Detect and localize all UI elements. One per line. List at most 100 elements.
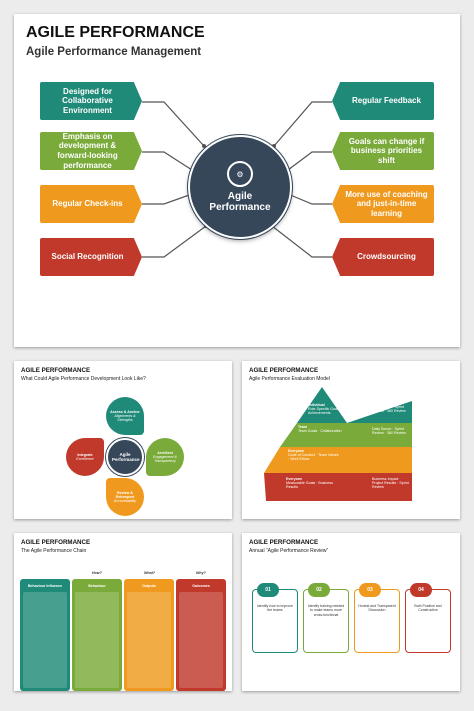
connector-line (142, 151, 193, 171)
tier-right-4: Business Impact · Project Results · Spri… (372, 477, 409, 490)
chain-column-body (75, 592, 119, 688)
hub-label: Agile Performance (209, 191, 271, 213)
review-step-number: 01 (257, 583, 279, 597)
tier-title: Individual (308, 403, 325, 407)
left-box-3[interactable]: Regular Check-ins (40, 185, 142, 223)
agile-performance-hub[interactable]: ⚙ Agile Performance (187, 134, 293, 240)
chain-question-3: Why? (196, 571, 206, 575)
thumb-subtitle: Agile Performance Evaluation Model (249, 376, 330, 382)
review-step-text: Identify training needed to make teams m… (307, 604, 345, 617)
chain-column-head: Outputs (142, 584, 156, 588)
slide-title: AGILE PERFORMANCE (26, 24, 205, 41)
chain-column-head: Behaviour (88, 584, 106, 588)
chain-column-2[interactable]: Behaviour (72, 579, 122, 691)
petal-sub: Engagement & Transparency (153, 454, 177, 464)
thumb-center-circle: Agile Performance (106, 438, 144, 476)
review-step-text: Honest and Transparent Discussion (358, 604, 396, 613)
thumbnail-slide-evaluation[interactable]: AGILE PERFORMANCE Agile Performance Eval… (242, 361, 460, 519)
slide-subtitle: Agile Performance Management (26, 46, 202, 58)
chain-question-1: How? (92, 571, 102, 575)
connector-line (273, 101, 332, 147)
right-box-3[interactable]: More use of coaching and just-in-time le… (332, 185, 434, 223)
right-box-2[interactable]: Goals can change if business priorities … (332, 132, 434, 170)
right-box-4[interactable]: Crowdsourcing (332, 238, 434, 276)
petal-title: Review & Retrospect (115, 490, 135, 499)
chain-column-body (23, 592, 67, 688)
chain-question-2: What? (144, 571, 155, 575)
chain-column-1[interactable]: Behaviour Influence (20, 579, 70, 691)
left-box-4[interactable]: Social Recognition (40, 238, 142, 276)
connector-line (287, 193, 332, 205)
review-step-number: 04 (410, 583, 432, 597)
tier-title: Team (298, 425, 308, 429)
tier-items: Role-Specific Goals · Personal Achieveme… (308, 407, 357, 416)
thumb-title: AGILE PERFORMANCE (21, 539, 91, 546)
chain-column-body (179, 592, 223, 688)
chain-column-4[interactable]: Outcomes (176, 579, 226, 691)
pyramid-side-1 (347, 401, 412, 423)
tier-items: Team Goals · Collaboration (298, 429, 342, 434)
left-box-2[interactable]: Emphasis on development & forward-lookin… (40, 132, 142, 170)
tier-title: Everyone (286, 477, 303, 481)
chain-column-body (127, 592, 171, 688)
thumb-subtitle: The Agile Performance Chain (21, 548, 87, 554)
petal-sub: Excellence (76, 457, 94, 461)
pyramid-tier-3 (264, 447, 412, 473)
chain-column-head: Behaviour Influence (27, 584, 63, 588)
connector-line (271, 225, 332, 258)
chain-column-head: Outcomes (192, 584, 210, 588)
tier-right-2: Daily Scrum · Sprint Review · 360 Review (372, 427, 406, 436)
petal-title: Assess & Anchor (110, 409, 140, 414)
connector-line (142, 193, 193, 205)
tier-items: Measurable Goals · Business Results (286, 481, 333, 490)
petal-sub: Alignments & Strengths (114, 413, 136, 423)
tier-right-1: Daily Scrum · Sprint Review · 360 Review (372, 405, 406, 414)
pyramid-tier-1 (297, 387, 347, 423)
petal-title: Architect (157, 450, 173, 455)
review-step-number: 02 (308, 583, 330, 597)
petal-title: Integrate (77, 452, 93, 457)
team-gear-icon: ⚙ (227, 161, 253, 187)
connector-line (142, 101, 205, 147)
pyramid-tier-4 (264, 473, 412, 501)
right-box-1[interactable]: Regular Feedback (332, 82, 434, 120)
main-slide[interactable]: AGILE PERFORMANCE Agile Performance Mana… (14, 14, 460, 347)
pyramid-tier-2 (280, 423, 412, 447)
thumbnail-slide-review[interactable]: AGILE PERFORMANCE Annual “Agile Performa… (242, 533, 460, 691)
petal-sub: Accountability (113, 499, 137, 504)
thumb-center-label: Agile Performance (112, 451, 140, 462)
review-step-text: Both Positive and Constructive (414, 604, 442, 613)
review-step-number: 03 (359, 583, 381, 597)
left-box-1[interactable]: Designed for Collaborative Environment (40, 82, 142, 120)
thumbnail-slide-chain[interactable]: AGILE PERFORMANCE The Agile Performance … (14, 533, 232, 691)
thumb-title: AGILE PERFORMANCE (249, 539, 319, 546)
thumb-subtitle: What Could Agile Performance Development… (21, 376, 146, 382)
connector-line (142, 225, 207, 258)
thumb-title: AGILE PERFORMANCE (249, 367, 319, 374)
tier-title: Everyone (288, 449, 305, 453)
thumb-subtitle: Annual “Agile Performance Review” (249, 548, 329, 554)
thumb-title: AGILE PERFORMANCE (21, 367, 91, 374)
pyramid-diagram (264, 387, 412, 501)
thumbnail-slide-development[interactable]: AGILE PERFORMANCE What Could Agile Perfo… (14, 361, 232, 519)
connector-line (287, 151, 332, 171)
review-step-text: Identify how to improve the teams (257, 604, 293, 613)
chain-column-3[interactable]: Outputs (124, 579, 174, 691)
tier-items: Code of Conduct · Team Values · Work Eth… (288, 453, 339, 462)
